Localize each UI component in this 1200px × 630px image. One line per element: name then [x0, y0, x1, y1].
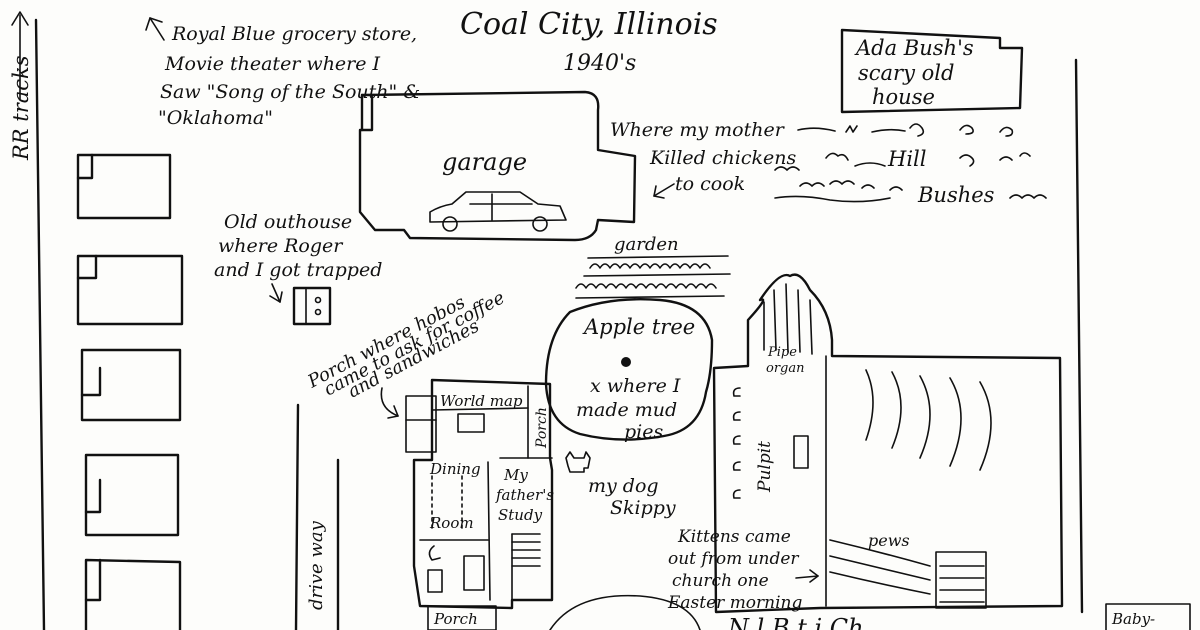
stairs	[511, 533, 541, 601]
chickens-note-line1: Where my mother	[610, 119, 786, 141]
neighbor-house	[84, 453, 180, 537]
church	[712, 273, 1064, 614]
rr-tracks-label: RR tracks	[9, 55, 33, 161]
dog-label-line2: Skippy	[610, 497, 676, 519]
ada-bush-label-line1: Ada Bush's	[854, 36, 974, 60]
royal-blue-arrow	[145, 17, 165, 41]
bottom-cut-label: N l B t i Ch	[727, 614, 864, 630]
kittens-note-line2: out from under	[668, 549, 799, 569]
drive-way-label: drive way	[306, 520, 327, 610]
car-icon	[429, 191, 567, 232]
neighbor-house	[76, 254, 184, 326]
garden-plants	[575, 255, 731, 299]
baby-label: Baby-	[1111, 610, 1155, 628]
world-map-label: World map	[440, 392, 523, 410]
apple-tree-label: Apple tree	[582, 315, 695, 339]
chickens-arrow	[653, 183, 675, 199]
outhouse	[292, 286, 332, 326]
garage-label: garage	[442, 148, 527, 176]
dog-icon	[565, 451, 591, 473]
bushes-label: Bushes	[917, 183, 995, 207]
neighbor-houses	[76, 153, 184, 630]
ada-bush-label-line3: house	[872, 85, 935, 109]
kittens-note-line3: church one	[672, 571, 769, 591]
mud-pies-line2: made mud	[576, 399, 677, 421]
pipe-organ-label-line2: organ	[766, 361, 805, 376]
hobos-arrow	[380, 387, 399, 419]
outhouse-note-line1: Old outhouse	[224, 211, 352, 233]
ada-bush-label-line2: scary old	[858, 61, 954, 85]
hill-scribbles	[774, 123, 1047, 203]
family-house	[405, 378, 554, 630]
garage	[358, 90, 637, 242]
royal-blue-note-line2: Movie theater where I	[164, 53, 381, 75]
neighbor-house	[80, 348, 182, 422]
right-street-line	[1074, 58, 1084, 614]
apple-tree-trunk	[621, 357, 631, 367]
ada-bush-house	[840, 28, 1024, 114]
side-porch-label: Porch	[534, 407, 550, 449]
apple-tree	[544, 298, 714, 441]
room-label: Room	[429, 514, 474, 532]
mud-pies-line3: pies	[624, 421, 663, 443]
chickens-note-line3: to cook	[675, 173, 745, 195]
chickens-note-line2: Killed chickens	[649, 147, 796, 169]
pulpit-label: Pulpit	[755, 441, 775, 493]
pews-label: pews	[868, 531, 910, 550]
baby-box	[1105, 603, 1191, 630]
study-label-line1: My	[503, 466, 528, 484]
neighbor-house	[76, 153, 172, 220]
neighbor-house	[84, 558, 182, 630]
kittens-note-line4: Easter morning	[667, 593, 803, 613]
kittens-note-line1: Kittens came	[677, 527, 791, 547]
front-porch-label: Porch	[433, 610, 478, 628]
dining-label: Dining	[429, 460, 481, 478]
outhouse-note-line2: where Roger	[218, 235, 344, 257]
mud-pies-line1: x where I	[590, 375, 681, 397]
royal-blue-note-line4: "Oklahoma"	[158, 107, 273, 129]
outhouse-arrow	[269, 283, 283, 303]
study-label-line3: Study	[498, 506, 543, 524]
drive-way-line-left	[294, 403, 300, 630]
garden-label: garden	[614, 234, 679, 255]
rr-tracks-line	[34, 18, 46, 630]
royal-blue-note-line1: Royal Blue grocery store,	[171, 23, 417, 45]
map-title: Coal City, Illinois	[460, 7, 718, 42]
kittens-arrow	[795, 569, 819, 583]
map-subtitle: 1940's	[563, 51, 636, 76]
study-label-line2: father's	[495, 486, 554, 504]
royal-blue-note-line3: Saw "Song of the South" &	[160, 81, 420, 103]
outhouse-note-line3: and I got trapped	[214, 259, 382, 281]
hill-label: Hill	[887, 147, 926, 171]
pipe-organ-label-line1: Pipe	[767, 345, 797, 360]
dog-label-line1: my dog	[588, 475, 659, 497]
rr-tracks-arrow	[11, 11, 29, 101]
bottom-path-curve	[549, 594, 701, 630]
